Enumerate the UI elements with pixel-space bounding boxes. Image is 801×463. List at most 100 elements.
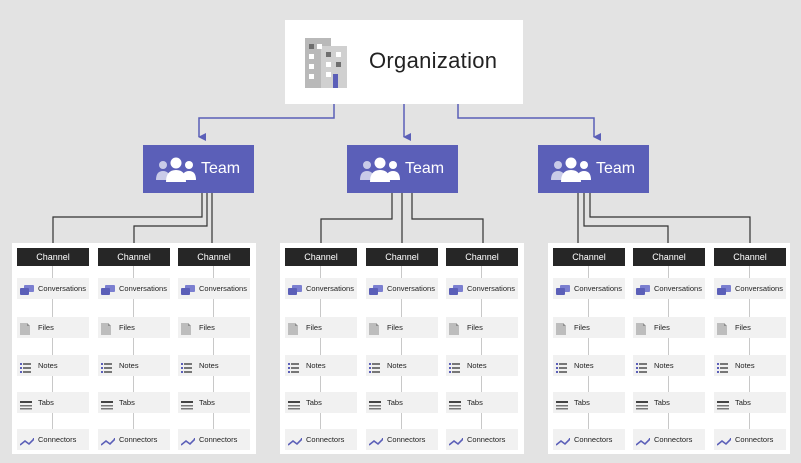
channel-item-label: Tabs: [654, 398, 670, 407]
channel-item-notes: Notes: [17, 355, 89, 376]
channel-item-label: Files: [735, 323, 751, 332]
channel-item-tabs: Tabs: [633, 392, 705, 413]
notes-icon: [101, 360, 112, 378]
notes-icon: [636, 360, 647, 378]
channel-item-files: Files: [366, 317, 438, 338]
channel-header: Channel: [446, 248, 518, 266]
channel-header: Channel: [366, 248, 438, 266]
channel-item-label: Tabs: [306, 398, 322, 407]
channel-header: Channel: [17, 248, 89, 266]
connectors-icon: [368, 434, 385, 452]
channel-connector-line: [320, 299, 321, 317]
conversations-icon: [101, 283, 115, 301]
channel-item-tabs: Tabs: [17, 392, 89, 413]
channel-item-label: Tabs: [119, 398, 135, 407]
tabs-icon: [449, 397, 461, 415]
channel-connector-line: [213, 376, 214, 392]
channel-item-label: Conversations: [654, 284, 702, 293]
channel-item-tabs: Tabs: [285, 392, 357, 413]
channel-header: Channel: [553, 248, 625, 266]
channel-connector-line: [481, 413, 482, 429]
channel-item-label: Connectors: [119, 435, 158, 444]
channel-item-files: Files: [553, 317, 625, 338]
channel-item-notes: Notes: [98, 355, 170, 376]
conversations-icon: [369, 283, 383, 301]
channel-connector-line: [481, 376, 482, 392]
arrow-to-team-1: [198, 104, 335, 141]
channel-item-label: Connectors: [654, 435, 693, 444]
channel-header: Channel: [633, 248, 705, 266]
channel-item-label: Notes: [38, 361, 58, 370]
channel-connector-line: [668, 413, 669, 429]
conversations-icon: [636, 283, 650, 301]
file-icon: [288, 322, 298, 340]
tabs-icon: [369, 397, 381, 415]
channel-item-label: Conversations: [199, 284, 247, 293]
team-node-3: Team: [538, 145, 649, 193]
channel-connector-line: [213, 299, 214, 317]
channel-item-conversations: Conversations: [98, 278, 170, 299]
channel-item-notes: Notes: [446, 355, 518, 376]
channel-connector-line: [668, 376, 669, 392]
conversations-icon: [288, 283, 302, 301]
channel-connector-line: [481, 266, 482, 278]
channel-item-label: Conversations: [306, 284, 354, 293]
channel-item-connectors: Connectors: [98, 429, 170, 450]
connectors-icon: [19, 434, 36, 452]
team-label: Team: [201, 160, 241, 177]
team-node-2: Team: [347, 145, 458, 193]
channel-item-tabs: Tabs: [553, 392, 625, 413]
channel-connector-line: [588, 338, 589, 355]
notes-icon: [288, 360, 299, 378]
channel-item-label: Conversations: [467, 284, 515, 293]
channel-item-label: Conversations: [38, 284, 86, 293]
channel-connector-line: [52, 413, 53, 429]
channel-connector-line: [749, 299, 750, 317]
channel-connector-line: [749, 266, 750, 278]
channel-header: Channel: [285, 248, 357, 266]
channel-item-label: Connectors: [574, 435, 613, 444]
channel-item-files: Files: [17, 317, 89, 338]
channel-connector-line: [52, 299, 53, 317]
channel-item-connectors: Connectors: [446, 429, 518, 450]
file-icon: [181, 322, 191, 340]
channel-item-notes: Notes: [366, 355, 438, 376]
channel-connector-line: [320, 413, 321, 429]
building-icon: [305, 38, 347, 88]
channel-item-label: Tabs: [38, 398, 54, 407]
organization-title: Organization: [369, 48, 498, 73]
connectors-icon: [635, 434, 652, 452]
channel-item-label: Tabs: [387, 398, 403, 407]
channel-connector-line: [320, 376, 321, 392]
channel-item-label: Notes: [306, 361, 326, 370]
channel-connector-line: [213, 266, 214, 278]
channel-item-label: Files: [654, 323, 670, 332]
conversations-icon: [20, 283, 34, 301]
channel-item-label: Notes: [199, 361, 219, 370]
file-icon: [101, 322, 111, 340]
channel-item-label: Files: [467, 323, 483, 332]
channel-item-label: Conversations: [119, 284, 167, 293]
channel-item-label: Connectors: [38, 435, 77, 444]
notes-icon: [449, 360, 460, 378]
channel-item-conversations: Conversations: [285, 278, 357, 299]
channel-item-conversations: Conversations: [178, 278, 250, 299]
channel-connector-line: [133, 413, 134, 429]
channel-item-notes: Notes: [285, 355, 357, 376]
channel-item-files: Files: [285, 317, 357, 338]
channel-item-files: Files: [178, 317, 250, 338]
connectors-icon: [448, 434, 465, 452]
channel-item-label: Tabs: [199, 398, 215, 407]
channel-item-notes: Notes: [714, 355, 786, 376]
channel-item-connectors: Connectors: [178, 429, 250, 450]
channel-connector-line: [668, 266, 669, 278]
channel-connector-line: [133, 338, 134, 355]
channel-connector-line: [133, 299, 134, 317]
channel-connector-line: [52, 266, 53, 278]
notes-icon: [369, 360, 380, 378]
